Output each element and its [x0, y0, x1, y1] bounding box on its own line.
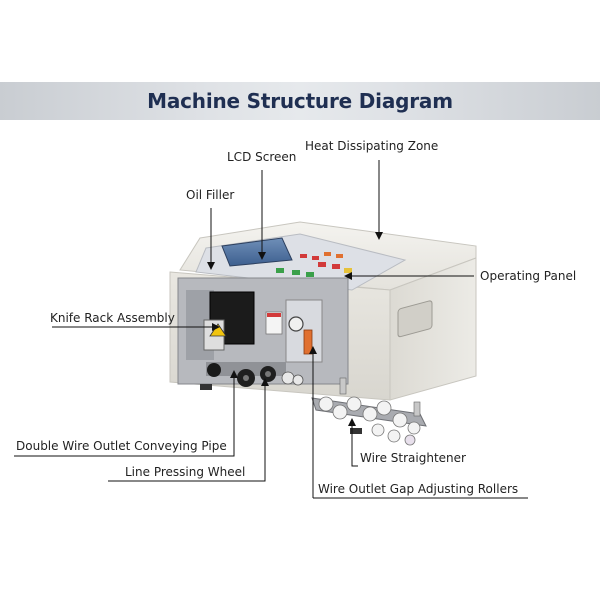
panel-buttons	[276, 252, 352, 277]
leader-double-wire-pipe	[14, 378, 235, 457]
label-wire-straightener: Wire Straightener	[360, 451, 466, 465]
label-knife-rack: Knife Rack Assembly	[50, 311, 175, 325]
leader-lines	[14, 160, 528, 499]
leader-wire-straightener	[351, 426, 358, 467]
label-double-wire-pipe: Double Wire Outlet Conveying Pipe	[16, 439, 227, 453]
label-operating-panel: Operating Panel	[480, 269, 577, 283]
pressing-wheels	[206, 362, 304, 387]
adjust-knob	[288, 316, 304, 332]
leader-line-pressing-wheel	[108, 386, 266, 482]
title-banner: Machine Structure Diagram	[0, 82, 600, 120]
arrowheads	[207, 232, 383, 426]
label-line-pressing-wheel: Line Pressing Wheel	[125, 465, 246, 479]
wire-straightener	[311, 377, 427, 446]
label-heat-zone: Heat Dissipating Zone	[305, 139, 439, 153]
label-oil-filler: Oil Filler	[186, 188, 235, 202]
label-lcd-screen: LCD Screen	[227, 150, 297, 164]
label-gap-rollers: Wire Outlet Gap Adjusting Rollers	[318, 482, 519, 496]
side-handle	[397, 300, 433, 338]
diagram-title: Machine Structure Diagram	[147, 89, 453, 113]
